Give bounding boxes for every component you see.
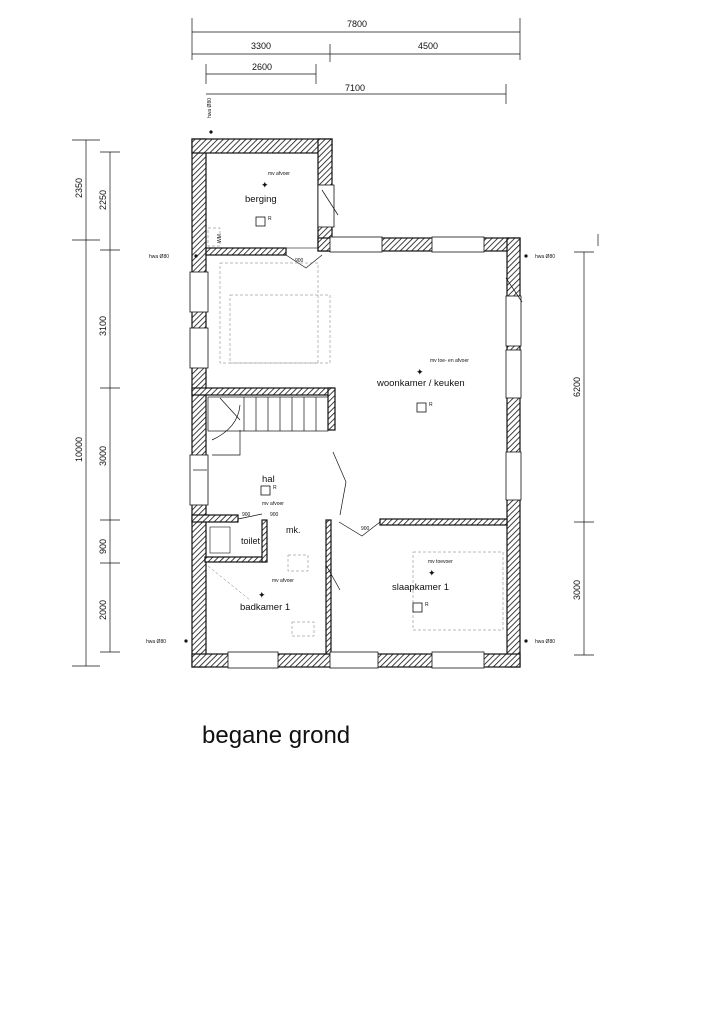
svg-text:✦: ✦ (258, 590, 266, 600)
dim-right-6200: 6200 (572, 377, 582, 397)
fixtures (207, 227, 504, 637)
dim-inner-a: 2600 (252, 62, 272, 72)
staircase (207, 396, 329, 601)
room-slaapkamer: slaapkamer 1 (392, 582, 449, 593)
room-hal: hal (262, 474, 275, 485)
slaapkamer-mv-toevoer: mv toevoer (428, 559, 453, 565)
room-woonkamer: woonkamer / keuken (376, 378, 465, 389)
dim-left-3000: 3000 (98, 446, 108, 466)
left-dimensions: 2350 10000 2250 3100 3000 900 2000 (72, 139, 120, 667)
dim-left-2000: 2000 (98, 600, 108, 620)
dim-left-2350: 2350 (74, 178, 84, 198)
room-toilet: toilet (241, 536, 261, 546)
exterior-walls (191, 138, 521, 668)
hal-mv-afvoer: mv afvoer (262, 501, 284, 507)
dim-right-width: 4500 (418, 41, 438, 51)
right-dimensions: 6200 3000 (572, 234, 599, 656)
dim-left-2250: 2250 (98, 190, 108, 210)
room-mk: mk. (286, 525, 301, 535)
door-900-slaapkamer: 900 (361, 526, 370, 532)
svg-text:✦: ✦ (261, 180, 269, 190)
woonkamer-mv: mv toe- en afvoer (430, 358, 469, 364)
hwa-top-label: hwa Ø80 (207, 98, 213, 118)
room-berging: berging (245, 194, 277, 205)
svg-text:✦: ✦ (428, 568, 436, 578)
room-labels: mv afvoer ✦ berging R WM mv toe- en afvo… (217, 171, 469, 613)
floor-caption: begane grond (202, 722, 351, 749)
interior-walls (191, 247, 508, 655)
socket-icon-hal (260, 485, 271, 496)
badkamer-mv-afvoer: mv afvoer (272, 578, 294, 584)
svg-text:R: R (429, 402, 433, 408)
dim-total-width: 7800 (347, 19, 367, 29)
socket-icon-berging (255, 216, 266, 227)
svg-text:R: R (268, 216, 272, 222)
svg-text:R: R (273, 485, 277, 491)
dim-right-3000: 3000 (572, 580, 582, 600)
hwa-right-top: hwa Ø80 (535, 254, 555, 260)
svg-text:R: R (425, 602, 429, 608)
dim-inner-b: 7100 (345, 83, 365, 93)
hwa-labels: hwa Ø80 hwa Ø80 hwa Ø80 hwa Ø80 (146, 254, 555, 645)
dim-left-10000: 10000 (74, 437, 84, 462)
hwa-right-bottom: hwa Ø80 (535, 639, 555, 645)
hwa-left-top: hwa Ø80 (149, 254, 169, 260)
windows (189, 184, 522, 669)
hwa-left-bottom: hwa Ø80 (146, 639, 166, 645)
dim-left-3100: 3100 (98, 316, 108, 336)
door-900-toilet: 900 (242, 512, 251, 518)
socket-icon-woonkamer (416, 402, 427, 413)
doors: 900 900 900 900 (193, 189, 523, 591)
top-dimensions: 7800 3300 4500 2600 7100 hwa Ø80 (191, 18, 521, 134)
door-900-berging: 900 (295, 258, 304, 264)
svg-text:✦: ✦ (416, 367, 424, 377)
dim-left-900: 900 (98, 539, 108, 554)
room-badkamer: badkamer 1 (240, 602, 290, 613)
door-900-mk: 900 (270, 512, 279, 518)
wm-label: WM (217, 234, 223, 243)
socket-icon-slaapkamer (412, 602, 423, 613)
dim-left-width: 3300 (251, 41, 271, 51)
berging-mv-afvoer: mv afvoer (268, 171, 290, 177)
